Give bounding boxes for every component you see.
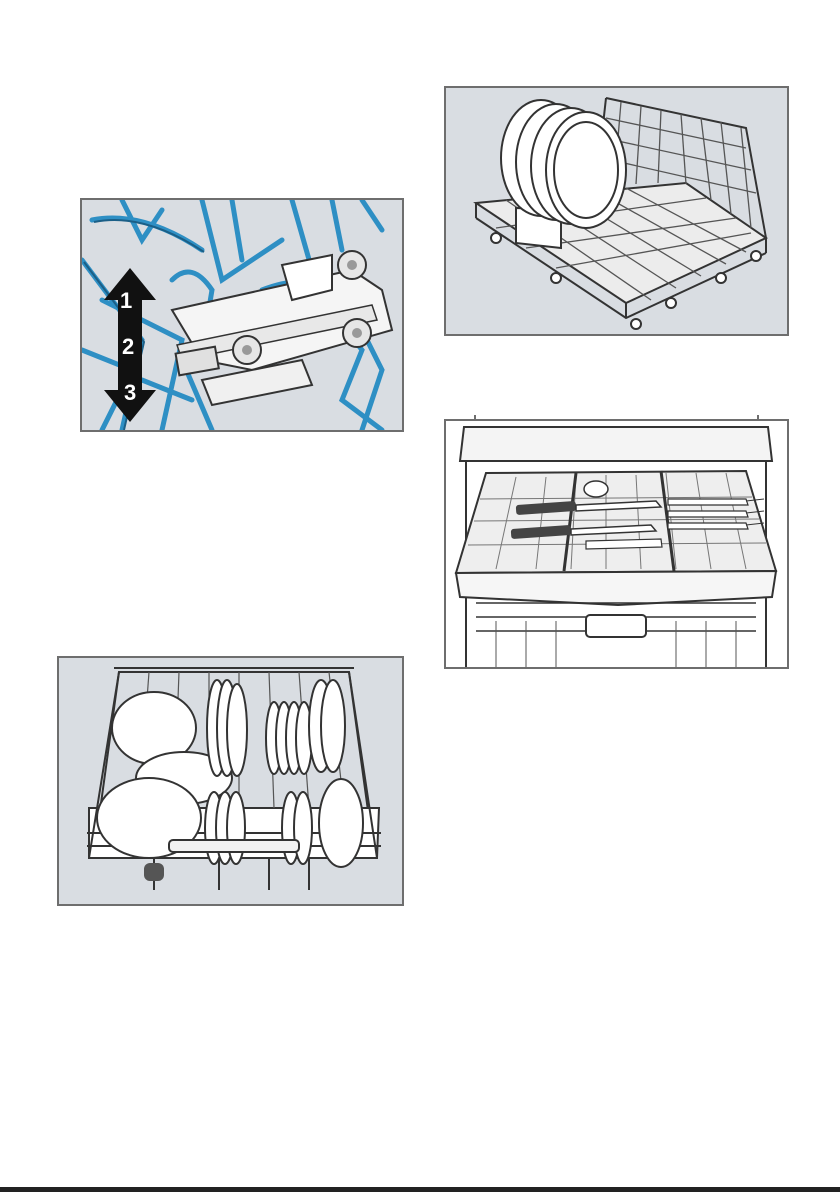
crop-mark-right	[757, 415, 759, 419]
rack-height-illustration: 1 2 3	[82, 200, 402, 430]
lower-basket-illustration	[59, 658, 402, 904]
height-level-2: 2	[122, 334, 134, 359]
cutlery-tray-figure	[444, 419, 789, 669]
upper-basket-plates-illustration	[446, 88, 787, 334]
height-level-1: 1	[120, 288, 132, 313]
height-level-3: 3	[124, 380, 136, 405]
lower-basket-figure	[57, 656, 404, 906]
cutlery-tray-illustration	[446, 421, 787, 667]
upper-basket-plates-figure	[444, 86, 789, 336]
crop-mark-left	[474, 415, 476, 419]
page-bottom-rule	[0, 1187, 840, 1192]
rack-height-figure: 1 2 3	[80, 198, 404, 432]
